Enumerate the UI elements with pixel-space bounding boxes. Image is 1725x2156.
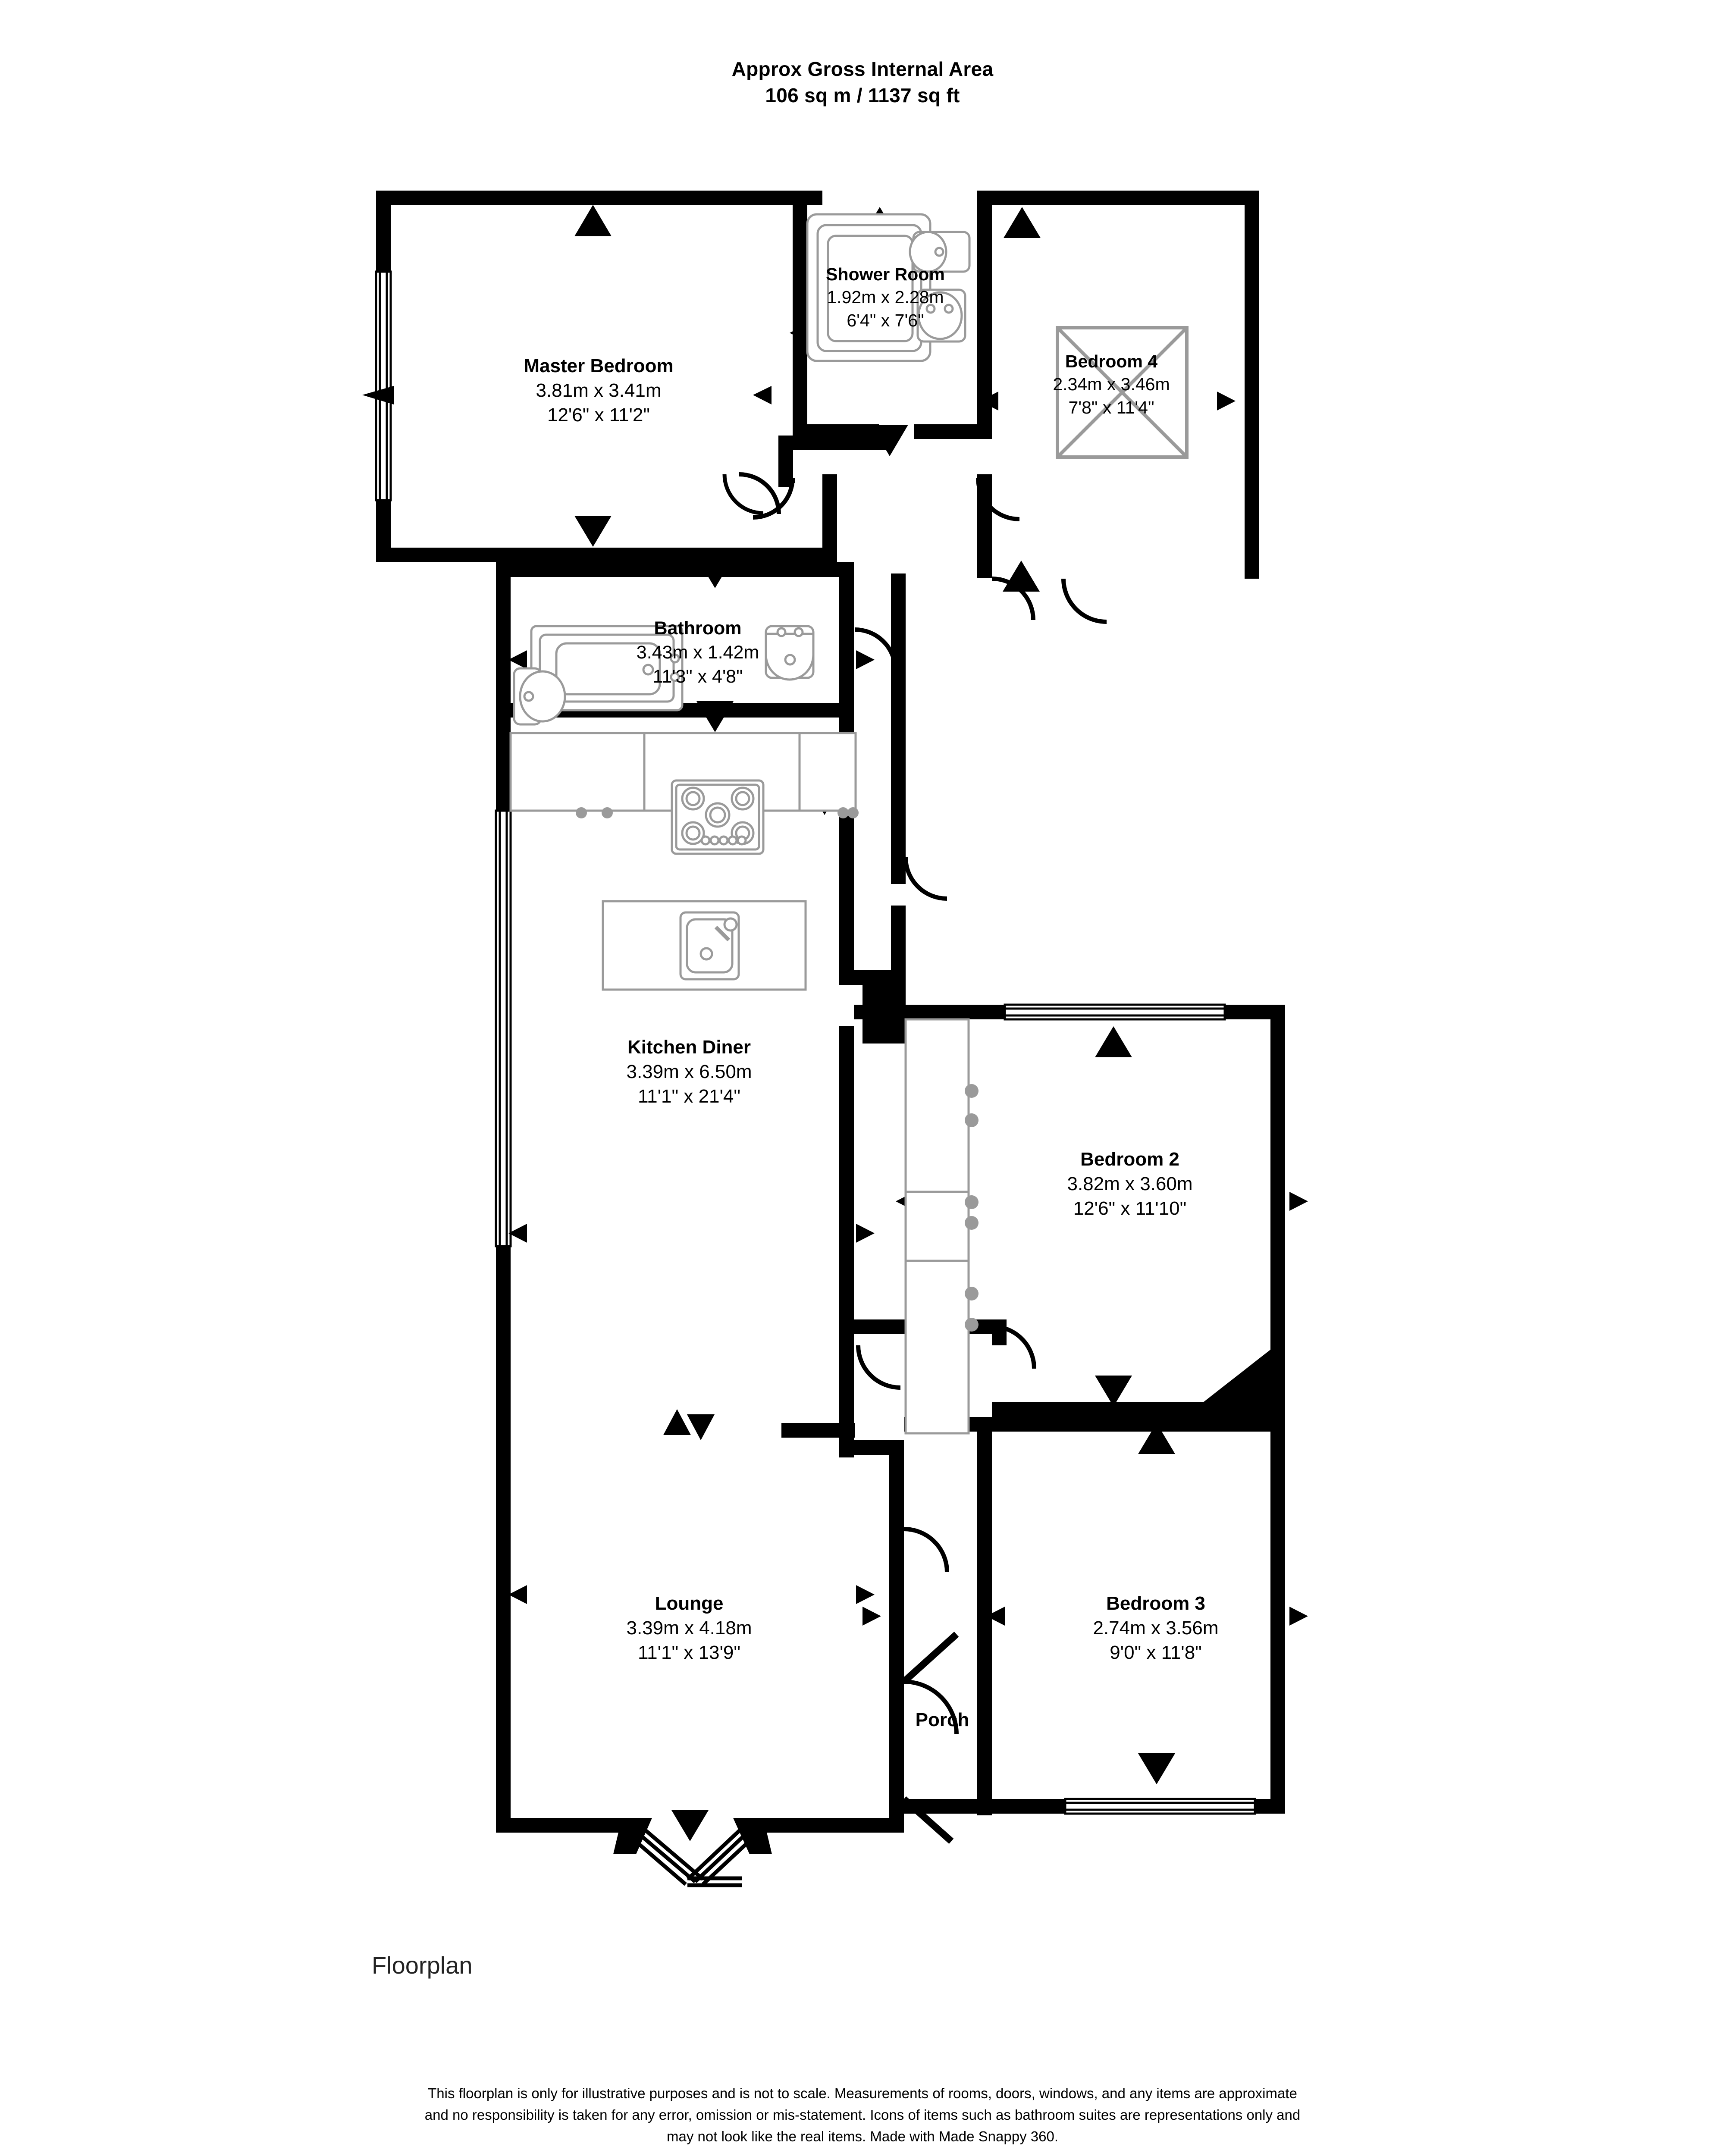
door-leaves bbox=[901, 1632, 959, 1844]
toilet-icon bbox=[513, 667, 566, 726]
room-dim-imperial: 11'3" x 4'8" bbox=[652, 666, 743, 687]
room-dim-imperial: 7'8" x 11'4" bbox=[1068, 397, 1154, 417]
basin-icon bbox=[765, 625, 815, 681]
room-dim-imperial: 12'6" x 11'10" bbox=[1073, 1198, 1187, 1219]
room-dim-metric: 2.74m x 3.56m bbox=[1093, 1617, 1219, 1639]
room-name: Shower Room bbox=[826, 264, 945, 284]
room-label-shower-room: Shower Room 1.92m x 2.28m 6'4" x 7'6" bbox=[826, 263, 945, 332]
room-name: Kitchen Diner bbox=[627, 1037, 751, 1058]
room-dim-imperial: 11'1" x 21'4" bbox=[637, 1086, 741, 1107]
room-dim-imperial: 9'0" x 11'8" bbox=[1110, 1642, 1202, 1664]
header-line-2: 106 sq m / 1137 sq ft bbox=[765, 84, 960, 107]
header-line-1: Approx Gross Internal Area bbox=[731, 58, 994, 80]
room-label-master-bedroom: Master Bedroom 3.81m x 3.41m 12'6" x 11'… bbox=[524, 354, 673, 428]
view-direction-markers bbox=[362, 205, 1308, 1841]
sink-icon bbox=[679, 911, 740, 981]
plan-caption: Floorplan bbox=[372, 1952, 473, 1979]
basin-icon bbox=[916, 288, 966, 343]
room-label-lounge: Lounge 3.39m x 4.18m 11'1" x 13'9" bbox=[626, 1591, 752, 1665]
room-label-kitchen-diner: Kitchen Diner 3.39m x 6.50m 11'1" x 21'4… bbox=[626, 1035, 752, 1109]
room-dim-metric: 1.92m x 2.28m bbox=[827, 287, 944, 307]
room-label-porch: Porch bbox=[916, 1708, 969, 1732]
door-swings bbox=[722, 472, 1107, 1735]
disclaimer-line-1: This floorplan is only for illustrative … bbox=[428, 2085, 1297, 2101]
room-label-bathroom: Bathroom 3.43m x 1.42m 11'3" x 4'8" bbox=[637, 617, 759, 689]
room-dim-imperial: 6'4" x 7'6" bbox=[847, 310, 924, 330]
room-label-bedroom-4: Bedroom 4 2.34m x 3.46m 7'8" x 11'4" bbox=[1053, 350, 1170, 419]
room-label-bedroom-2: Bedroom 2 3.82m x 3.60m 12'6" x 11'10" bbox=[1067, 1147, 1192, 1221]
windows bbox=[375, 270, 1256, 1815]
crossed-square-icon bbox=[1056, 326, 1189, 459]
room-label-bedroom-3: Bedroom 3 2.74m x 3.56m 9'0" x 11'8" bbox=[1093, 1591, 1218, 1665]
bay-window-lounge bbox=[628, 1828, 756, 1887]
room-dim-metric: 3.43m x 1.42m bbox=[636, 642, 759, 663]
room-name: Bedroom 4 bbox=[1065, 351, 1158, 371]
gross-internal-area-header: Approx Gross Internal Area 106 sq m / 11… bbox=[0, 56, 1725, 108]
room-name: Bedroom 3 bbox=[1106, 1593, 1205, 1614]
room-name: Master Bedroom bbox=[524, 355, 674, 376]
room-dim-metric: 3.39m x 6.50m bbox=[626, 1061, 752, 1083]
toilet-icon bbox=[909, 231, 971, 273]
disclaimer-line-2: and no responsibility is taken for any e… bbox=[424, 2107, 1301, 2123]
room-dim-metric: 3.39m x 4.18m bbox=[626, 1617, 752, 1639]
disclaimer-line-3: may not look like the real items. Made w… bbox=[667, 2128, 1058, 2145]
room-name: Bedroom 2 bbox=[1080, 1149, 1179, 1170]
wall-structure bbox=[376, 191, 1285, 1854]
room-dim-metric: 2.34m x 3.46m bbox=[1053, 374, 1170, 395]
shower-tray-icon bbox=[806, 213, 932, 362]
room-dim-imperial: 12'6" x 11'2" bbox=[547, 404, 650, 426]
room-dim-metric: 3.81m x 3.41m bbox=[536, 380, 662, 401]
room-dim-imperial: 11'1" x 13'9" bbox=[637, 1642, 741, 1664]
room-dim-metric: 3.82m x 3.60m bbox=[1067, 1173, 1193, 1195]
disclaimer-text: This floorplan is only for illustrative … bbox=[0, 2083, 1725, 2147]
room-name: Bathroom bbox=[654, 618, 742, 639]
hob-icon bbox=[671, 779, 765, 855]
room-name: Lounge bbox=[655, 1593, 724, 1614]
wardrobe-icon bbox=[904, 1018, 979, 1435]
bathtub-icon bbox=[530, 625, 684, 711]
room-name: Porch bbox=[915, 1709, 969, 1730]
